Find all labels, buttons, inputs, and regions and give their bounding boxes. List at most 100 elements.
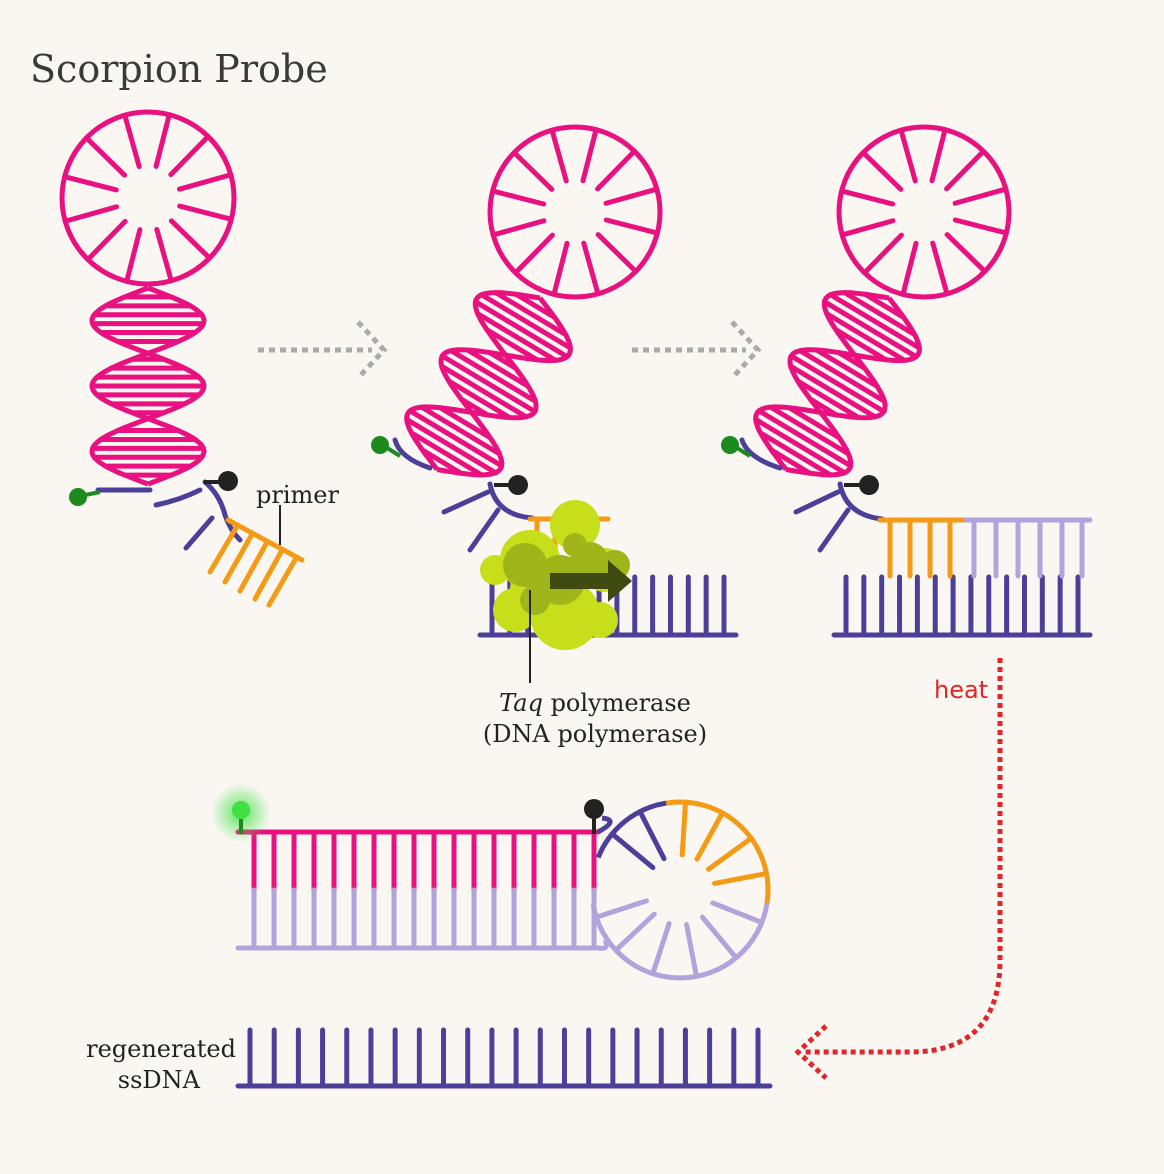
quencher-icon [494,475,528,495]
target-strand [831,574,1093,638]
base-pair [824,311,908,363]
probe-blocker-arm [95,479,243,551]
base-pair [929,127,948,184]
base-pair [83,135,128,178]
base [712,871,769,886]
base-pair [458,396,491,418]
base [699,914,739,961]
quencher-icon [204,471,238,491]
base-pair [404,416,499,476]
base-pair [862,291,907,320]
loop-backbone [487,124,663,300]
base-pair [833,327,889,363]
base-pair [479,292,573,351]
base-pair [580,127,599,184]
base-pair [465,347,531,389]
base-pair [768,404,851,457]
base-pair [420,447,464,476]
probe-helix [89,285,207,487]
base-pair [513,291,558,320]
base-pair [756,408,854,469]
diagram-title: Scorpion Probe [30,47,328,91]
base-pair [446,378,513,421]
stage-4-fluorescent-probe [211,783,771,981]
base-pair [448,348,538,404]
loop-backbone [836,124,1012,300]
base-pair [795,378,862,421]
base-pair [862,232,904,276]
base [710,900,765,925]
probe-blocker-arm [392,437,535,553]
base-pair [549,127,569,184]
probe-loop [836,124,1012,300]
probe-product-duplex [235,829,601,951]
base-pair [85,218,128,263]
taq-polymerase-icon [480,500,632,650]
probe-loop [487,124,663,300]
probe-blocker-arm [739,437,885,553]
base-pair [828,292,922,351]
process-arrow-icon [258,320,388,380]
base-pair [797,348,887,404]
base-pair [511,150,555,192]
base-pair [944,148,986,192]
base-pair [490,218,547,238]
probe-helix [404,290,573,478]
extended-strand [877,517,1093,579]
regenerated-ssdna-strand [235,1027,773,1089]
base-pair [603,217,660,236]
base [593,898,650,920]
base-pair [786,405,842,441]
base [609,831,656,871]
base-pair [551,240,570,297]
process-arrow-icon [632,320,762,380]
base [679,799,689,858]
base-pair [487,350,519,371]
taq-polymerase-label: Taq polymerase [499,689,691,717]
base [694,810,725,862]
heat-arrow-icon [794,658,1003,1080]
base-pair [788,363,878,420]
quencher-icon [584,799,604,834]
primer-segment [207,517,305,608]
base-pair [900,240,919,297]
base [650,920,672,977]
base [613,911,657,953]
loop-joint [597,938,609,951]
base-pair [821,299,919,360]
primer-label: primer [256,481,339,509]
base-pair [930,240,950,297]
base-pair [493,290,569,338]
base-pair [860,150,904,192]
base-pair [437,405,493,441]
base-pair [788,353,887,415]
stage-2-primer-extension: Taq polymerase (DNA polymerase) [371,124,739,748]
primer-extension-loop [590,799,771,981]
base-pair [839,218,896,238]
loop-backbone [590,903,770,981]
heat-label: heat [934,676,988,704]
base-pair [419,404,502,457]
fluorophore-icon [69,488,101,506]
base-pair [153,112,172,169]
dna-polymerase-label: (DNA polymerase) [483,720,707,748]
base-pair [62,174,119,193]
base-pair [408,430,484,478]
base-pair [475,311,559,363]
stage-1-closed-probe: primer [59,109,339,608]
probe-loop [59,109,237,287]
base-pair [839,188,896,207]
regenerated-label: regenerated [86,1035,236,1063]
base-pair [122,112,142,170]
base-pair [439,363,529,420]
base-pair [62,204,120,224]
base-pair [154,226,174,284]
ssdna-label: ssDNA [118,1066,201,1094]
loop-joint [596,815,613,835]
stage-3-extended-product [721,124,1093,638]
base-pair [177,203,234,222]
base-pair [168,218,213,261]
base-pair [753,416,848,476]
base [684,922,699,979]
